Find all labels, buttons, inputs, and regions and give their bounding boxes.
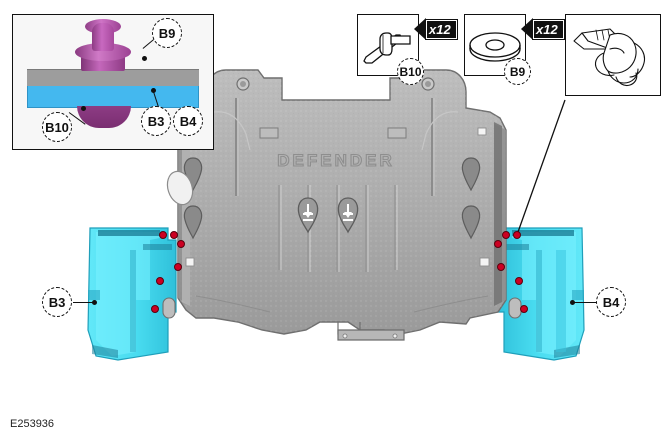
undertray-body: DEFENDER	[162, 69, 522, 341]
callout-b10-inset[interactable]: B10	[42, 112, 72, 142]
right-bracket-highlight	[495, 227, 585, 361]
fastener-marker	[170, 231, 178, 239]
callout-b4-inset[interactable]: B4	[173, 106, 203, 136]
inset-panel-metal	[27, 69, 199, 87]
fastener-marker	[513, 231, 521, 239]
callout-b3-main[interactable]: B3	[42, 287, 72, 317]
leader-line-b3-main	[73, 302, 95, 304]
hand-with-trim-tool-icon	[573, 28, 646, 87]
left-bracket-highlight	[87, 227, 177, 361]
inset-clip-flange	[75, 43, 131, 61]
callout-b10-part[interactable]: B10	[397, 58, 424, 85]
fastener-marker	[502, 231, 510, 239]
fastener-marker	[151, 305, 159, 313]
fastener-marker	[159, 231, 167, 239]
qty-tag-b10: x12	[414, 18, 457, 40]
leader-dot-b10-inset	[81, 106, 86, 111]
qty-tag-b9: x12	[521, 18, 564, 40]
callout-b9-inset[interactable]: B9	[152, 18, 182, 48]
qty-label: x12	[426, 19, 457, 39]
washer-part-box	[464, 14, 526, 76]
figure-id-label: E253936	[10, 418, 55, 430]
inset-panel-liner	[27, 86, 199, 108]
callout-b4-main[interactable]: B4	[596, 287, 626, 317]
drain-vent-right	[337, 197, 359, 234]
fastener-marker	[497, 263, 505, 271]
leader-line-b4-main	[573, 302, 597, 304]
callout-b9-part[interactable]: B9	[504, 58, 531, 85]
fastener-marker	[494, 240, 502, 248]
fastener-marker	[515, 277, 523, 285]
inset-clip-stem	[92, 23, 114, 51]
hand-tool-box	[565, 14, 661, 96]
fastener-marker	[177, 240, 185, 248]
qty-label: x12	[533, 19, 564, 39]
leader-dot-b4-main	[570, 300, 575, 305]
leader-dot-b3-inset	[151, 88, 156, 93]
leader-dot-b3-main	[92, 300, 97, 305]
inset-clip-lower	[77, 106, 131, 128]
fastener-marker	[520, 305, 528, 313]
fastener-marker	[156, 277, 164, 285]
push-rivet-part-box	[357, 14, 419, 76]
left-arrow-icon	[521, 18, 533, 40]
leader-dot-b9-inset	[142, 56, 147, 61]
defender-emboss-text: DEFENDER	[277, 151, 395, 170]
drain-vent-left	[297, 197, 319, 234]
left-arrow-icon	[414, 18, 426, 40]
fastener-marker	[174, 263, 182, 271]
tool-leader-line	[517, 99, 566, 233]
callout-b3-inset[interactable]: B3	[141, 106, 171, 136]
